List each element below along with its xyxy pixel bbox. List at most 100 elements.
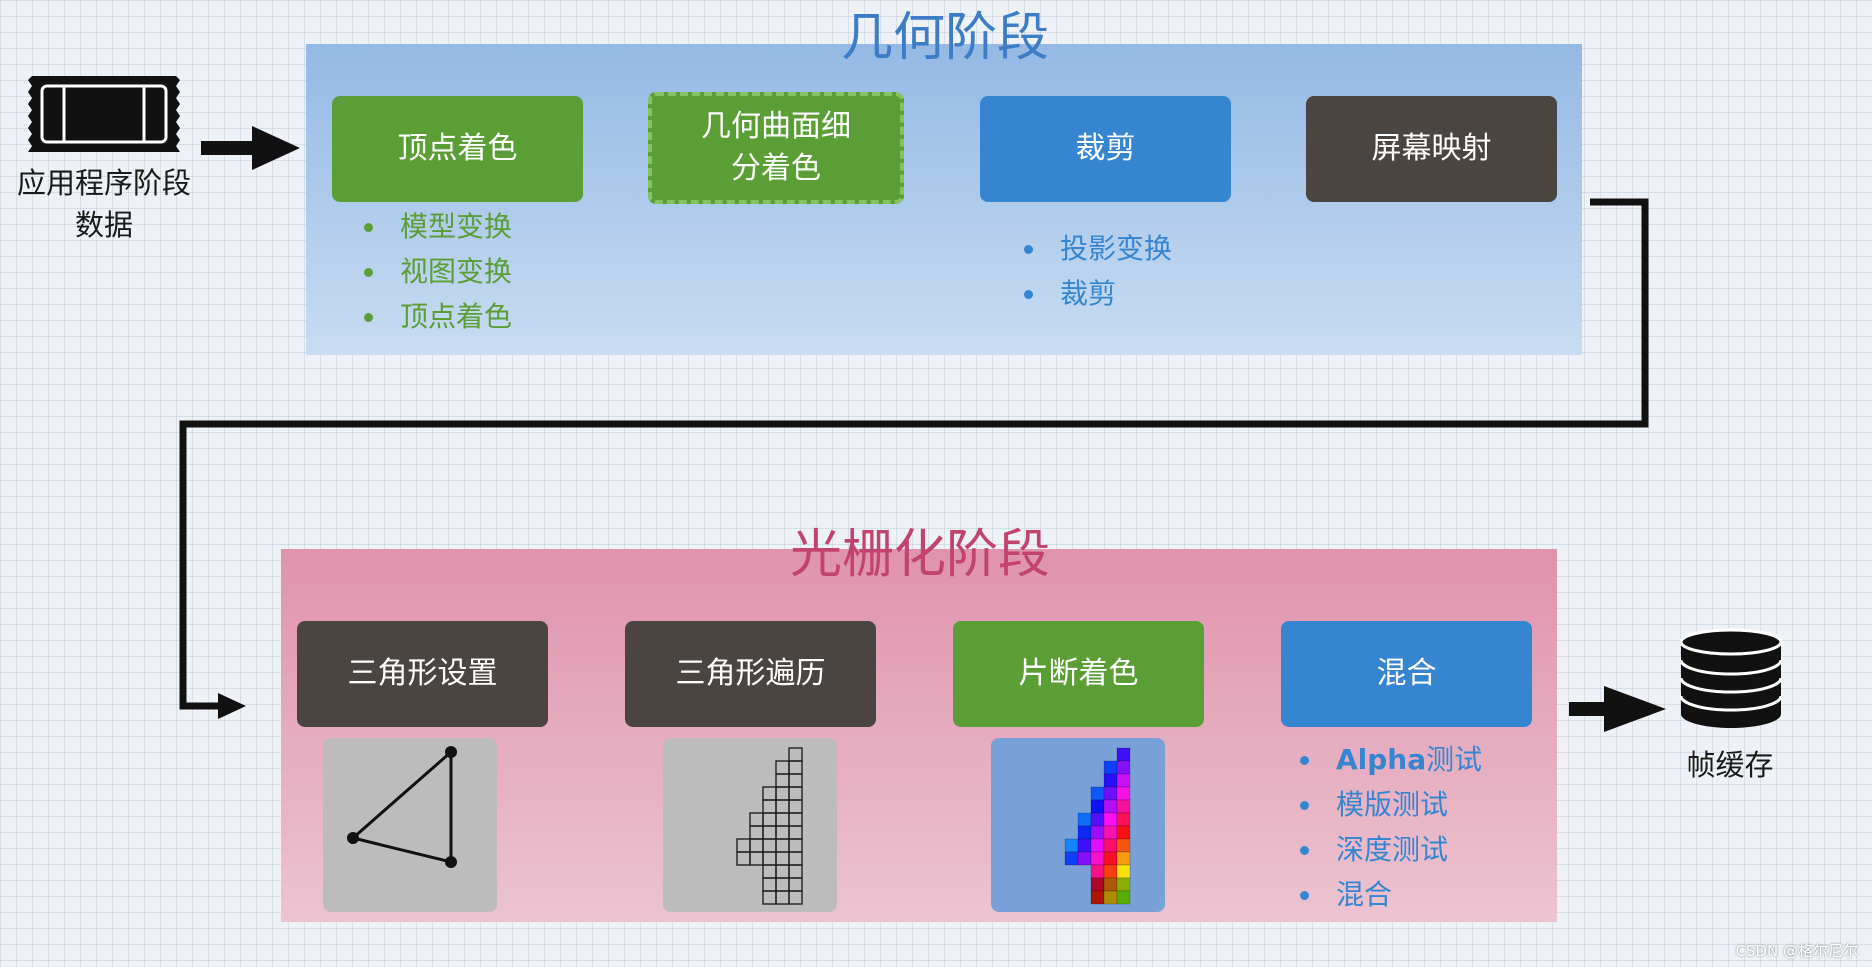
raster-pixel bbox=[1090, 890, 1105, 905]
raster-pixel bbox=[1103, 851, 1118, 866]
raster-pixel bbox=[762, 812, 777, 827]
raster-pixel bbox=[762, 786, 777, 801]
raster-pixel bbox=[1077, 825, 1092, 840]
raster-pixel bbox=[788, 747, 803, 762]
triangle-setup-step: 三角形设置 bbox=[297, 621, 548, 727]
raster-pixel bbox=[788, 851, 803, 866]
raster-pixel bbox=[1090, 851, 1105, 866]
vertex-shading-bullets: 模型变换 视图变换 顶点着色 bbox=[364, 204, 512, 339]
application-data-icon bbox=[24, 72, 184, 156]
stage-connector-wire bbox=[179, 198, 1649, 710]
raster-pixel bbox=[775, 890, 790, 905]
raster-pixel bbox=[1116, 890, 1131, 905]
triangle-traversal-image bbox=[663, 738, 837, 912]
raster-pixel bbox=[749, 851, 764, 866]
clipping-bullets: 投影变换 裁剪 bbox=[1024, 226, 1172, 316]
fragment-shading-step: 片断着色 bbox=[953, 621, 1204, 727]
bullet-item: 混合 bbox=[1300, 872, 1482, 917]
raster-pixel bbox=[788, 890, 803, 905]
raster-pixel bbox=[1090, 864, 1105, 879]
blending-bullets: Alpha测试 模版测试 深度测试 混合 bbox=[1300, 737, 1482, 917]
bullet-item: 顶点着色 bbox=[364, 294, 512, 339]
raster-pixel bbox=[788, 799, 803, 814]
raster-pixel bbox=[749, 812, 764, 827]
raster-pixel bbox=[775, 773, 790, 788]
raster-pixel bbox=[1116, 760, 1131, 775]
raster-pixel bbox=[1103, 786, 1118, 801]
raster-pixel bbox=[749, 825, 764, 840]
raster-pixel bbox=[762, 864, 777, 879]
raster-pixel bbox=[1090, 877, 1105, 892]
raster-pixel bbox=[1103, 838, 1118, 853]
raster-pixel bbox=[788, 864, 803, 879]
input-arrow bbox=[201, 126, 300, 170]
raster-pixel bbox=[788, 838, 803, 853]
raster-pixel bbox=[1116, 812, 1131, 827]
application-stage-label: 应用程序阶段 数据 bbox=[16, 166, 191, 242]
triangle-setup-image bbox=[323, 738, 497, 912]
raster-pixel bbox=[1064, 838, 1079, 853]
bullet-item: 深度测试 bbox=[1300, 827, 1482, 872]
raster-pixel bbox=[1077, 838, 1092, 853]
raster-pixel bbox=[1116, 786, 1131, 801]
raster-pixel bbox=[762, 799, 777, 814]
raster-pixel bbox=[775, 851, 790, 866]
rasterization-stage-title: 光栅化阶段 bbox=[789, 525, 1050, 585]
raster-pixel bbox=[788, 760, 803, 775]
raster-pixel bbox=[1116, 825, 1131, 840]
raster-pixel bbox=[736, 851, 751, 866]
raster-pixel bbox=[762, 890, 777, 905]
bullet-item: 模版测试 bbox=[1300, 782, 1482, 827]
raster-pixel bbox=[1103, 864, 1118, 879]
raster-pixel bbox=[1103, 799, 1118, 814]
raster-pixel bbox=[1103, 890, 1118, 905]
raster-pixel bbox=[1090, 838, 1105, 853]
raster-pixel bbox=[1116, 838, 1131, 853]
raster-pixel bbox=[1103, 825, 1118, 840]
raster-pixel bbox=[775, 760, 790, 775]
raster-pixel bbox=[1077, 812, 1092, 827]
raster-pixel bbox=[775, 838, 790, 853]
raster-pixel bbox=[1116, 877, 1131, 892]
output-arrow bbox=[1569, 686, 1666, 732]
bullet-item: Alpha测试 bbox=[1300, 737, 1482, 782]
raster-pixel bbox=[775, 877, 790, 892]
raster-pixel bbox=[788, 877, 803, 892]
raster-pixel bbox=[788, 786, 803, 801]
blending-step: 混合 bbox=[1281, 621, 1532, 727]
raster-pixel bbox=[1090, 786, 1105, 801]
raster-pixel bbox=[775, 812, 790, 827]
raster-pixel bbox=[1103, 812, 1118, 827]
raster-pixel bbox=[1116, 747, 1131, 762]
raster-pixel bbox=[736, 838, 751, 853]
stage-connector-arrowhead bbox=[218, 693, 246, 719]
geometry-stage-title: 几何阶段 bbox=[840, 8, 1049, 68]
raster-pixel bbox=[1103, 760, 1118, 775]
raster-pixel bbox=[788, 773, 803, 788]
raster-pixel bbox=[788, 812, 803, 827]
raster-pixel bbox=[775, 825, 790, 840]
raster-pixel bbox=[1090, 799, 1105, 814]
vertex-shading-step: 顶点着色 bbox=[332, 96, 583, 202]
triangle-traversal-step: 三角形遍历 bbox=[625, 621, 876, 727]
frame-buffer-label: 帧缓存 bbox=[1686, 748, 1774, 782]
raster-pixel bbox=[1116, 851, 1131, 866]
raster-pixel bbox=[1103, 773, 1118, 788]
raster-pixel bbox=[1077, 851, 1092, 866]
raster-pixel bbox=[775, 799, 790, 814]
raster-pixel bbox=[762, 825, 777, 840]
raster-pixel bbox=[1090, 812, 1105, 827]
tessellation-shading-step: 几何曲面细分着色 bbox=[648, 92, 904, 204]
screen-mapping-step: 屏幕映射 bbox=[1306, 96, 1557, 202]
raster-pixel bbox=[788, 825, 803, 840]
raster-pixel bbox=[1116, 864, 1131, 879]
raster-pixel bbox=[1116, 773, 1131, 788]
bullet-item: 投影变换 bbox=[1024, 226, 1172, 271]
raster-pixel bbox=[775, 864, 790, 879]
raster-pixel bbox=[1103, 877, 1118, 892]
bullet-item: 裁剪 bbox=[1024, 271, 1172, 316]
raster-pixel bbox=[1116, 799, 1131, 814]
fragment-shading-image bbox=[991, 738, 1165, 912]
bullet-item: 模型变换 bbox=[364, 204, 512, 249]
raster-pixel bbox=[1090, 825, 1105, 840]
